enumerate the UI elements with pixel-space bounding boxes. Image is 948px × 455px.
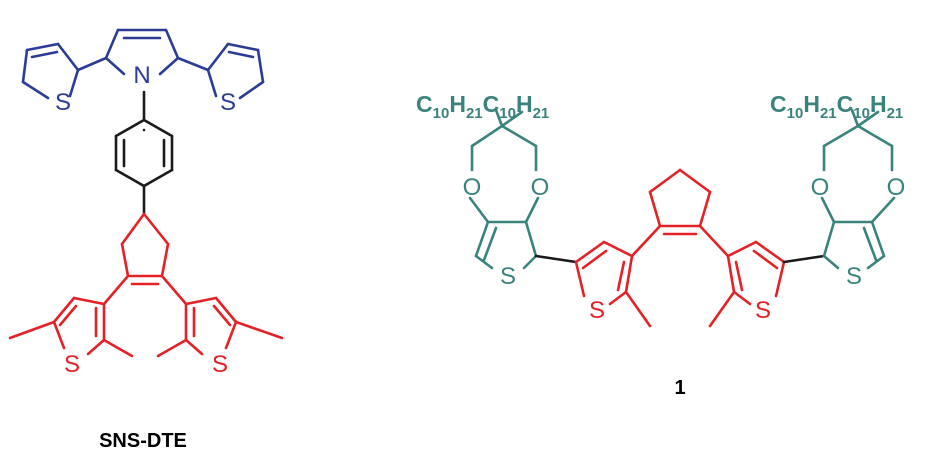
sulfur-atom: S	[589, 297, 605, 324]
compound-label-sns-dte: SNS-DTE	[99, 430, 187, 452]
svg-text:C10H21C10H21: C10H21C10H21	[770, 91, 903, 122]
cyclopentene-ring	[120, 212, 170, 286]
left-top-thiophene	[21, 42, 108, 100]
oxygen-atom: O	[531, 174, 550, 201]
left-linker-bond	[534, 254, 578, 264]
sulfur-atom: S	[500, 263, 516, 290]
sns-dte-molecule: N S S	[8, 28, 284, 452]
svg-text:C10H21C10H21: C10H21C10H21	[416, 91, 549, 122]
oxygen-atom: O	[463, 174, 482, 201]
oxygen-atom: O	[887, 174, 906, 201]
sulfur-atom: S	[220, 89, 236, 116]
right-prodot-unit	[820, 108, 896, 270]
compound-label-1: 1	[674, 377, 685, 399]
right-top-thiophene	[176, 42, 265, 100]
right-bottom-thiophene	[156, 274, 284, 358]
right-inner-thiophene	[708, 240, 786, 328]
sulfur-atom: S	[212, 351, 228, 378]
right-linker-bond	[782, 254, 826, 264]
pyrrole-ring	[104, 28, 180, 76]
sulfur-atom: S	[755, 297, 771, 324]
left-alkyl-substituents: C10H21C10H21	[416, 91, 549, 122]
sulfur-atom: S	[64, 351, 80, 378]
central-cyclopentene	[648, 168, 730, 258]
benzene-ring	[114, 90, 174, 216]
nitrogen-atom: N	[133, 62, 150, 89]
left-inner-thiophene	[574, 224, 662, 328]
left-bottom-thiophene	[8, 274, 134, 358]
left-prodot-unit	[468, 108, 540, 270]
sulfur-atom: S	[846, 263, 862, 290]
right-alkyl-substituents: C10H21C10H21	[770, 91, 903, 122]
compound-1-molecule: C10H21C10H21 O O S	[416, 91, 905, 399]
oxygen-atom: O	[811, 174, 830, 201]
sulfur-atom: S	[55, 89, 71, 116]
